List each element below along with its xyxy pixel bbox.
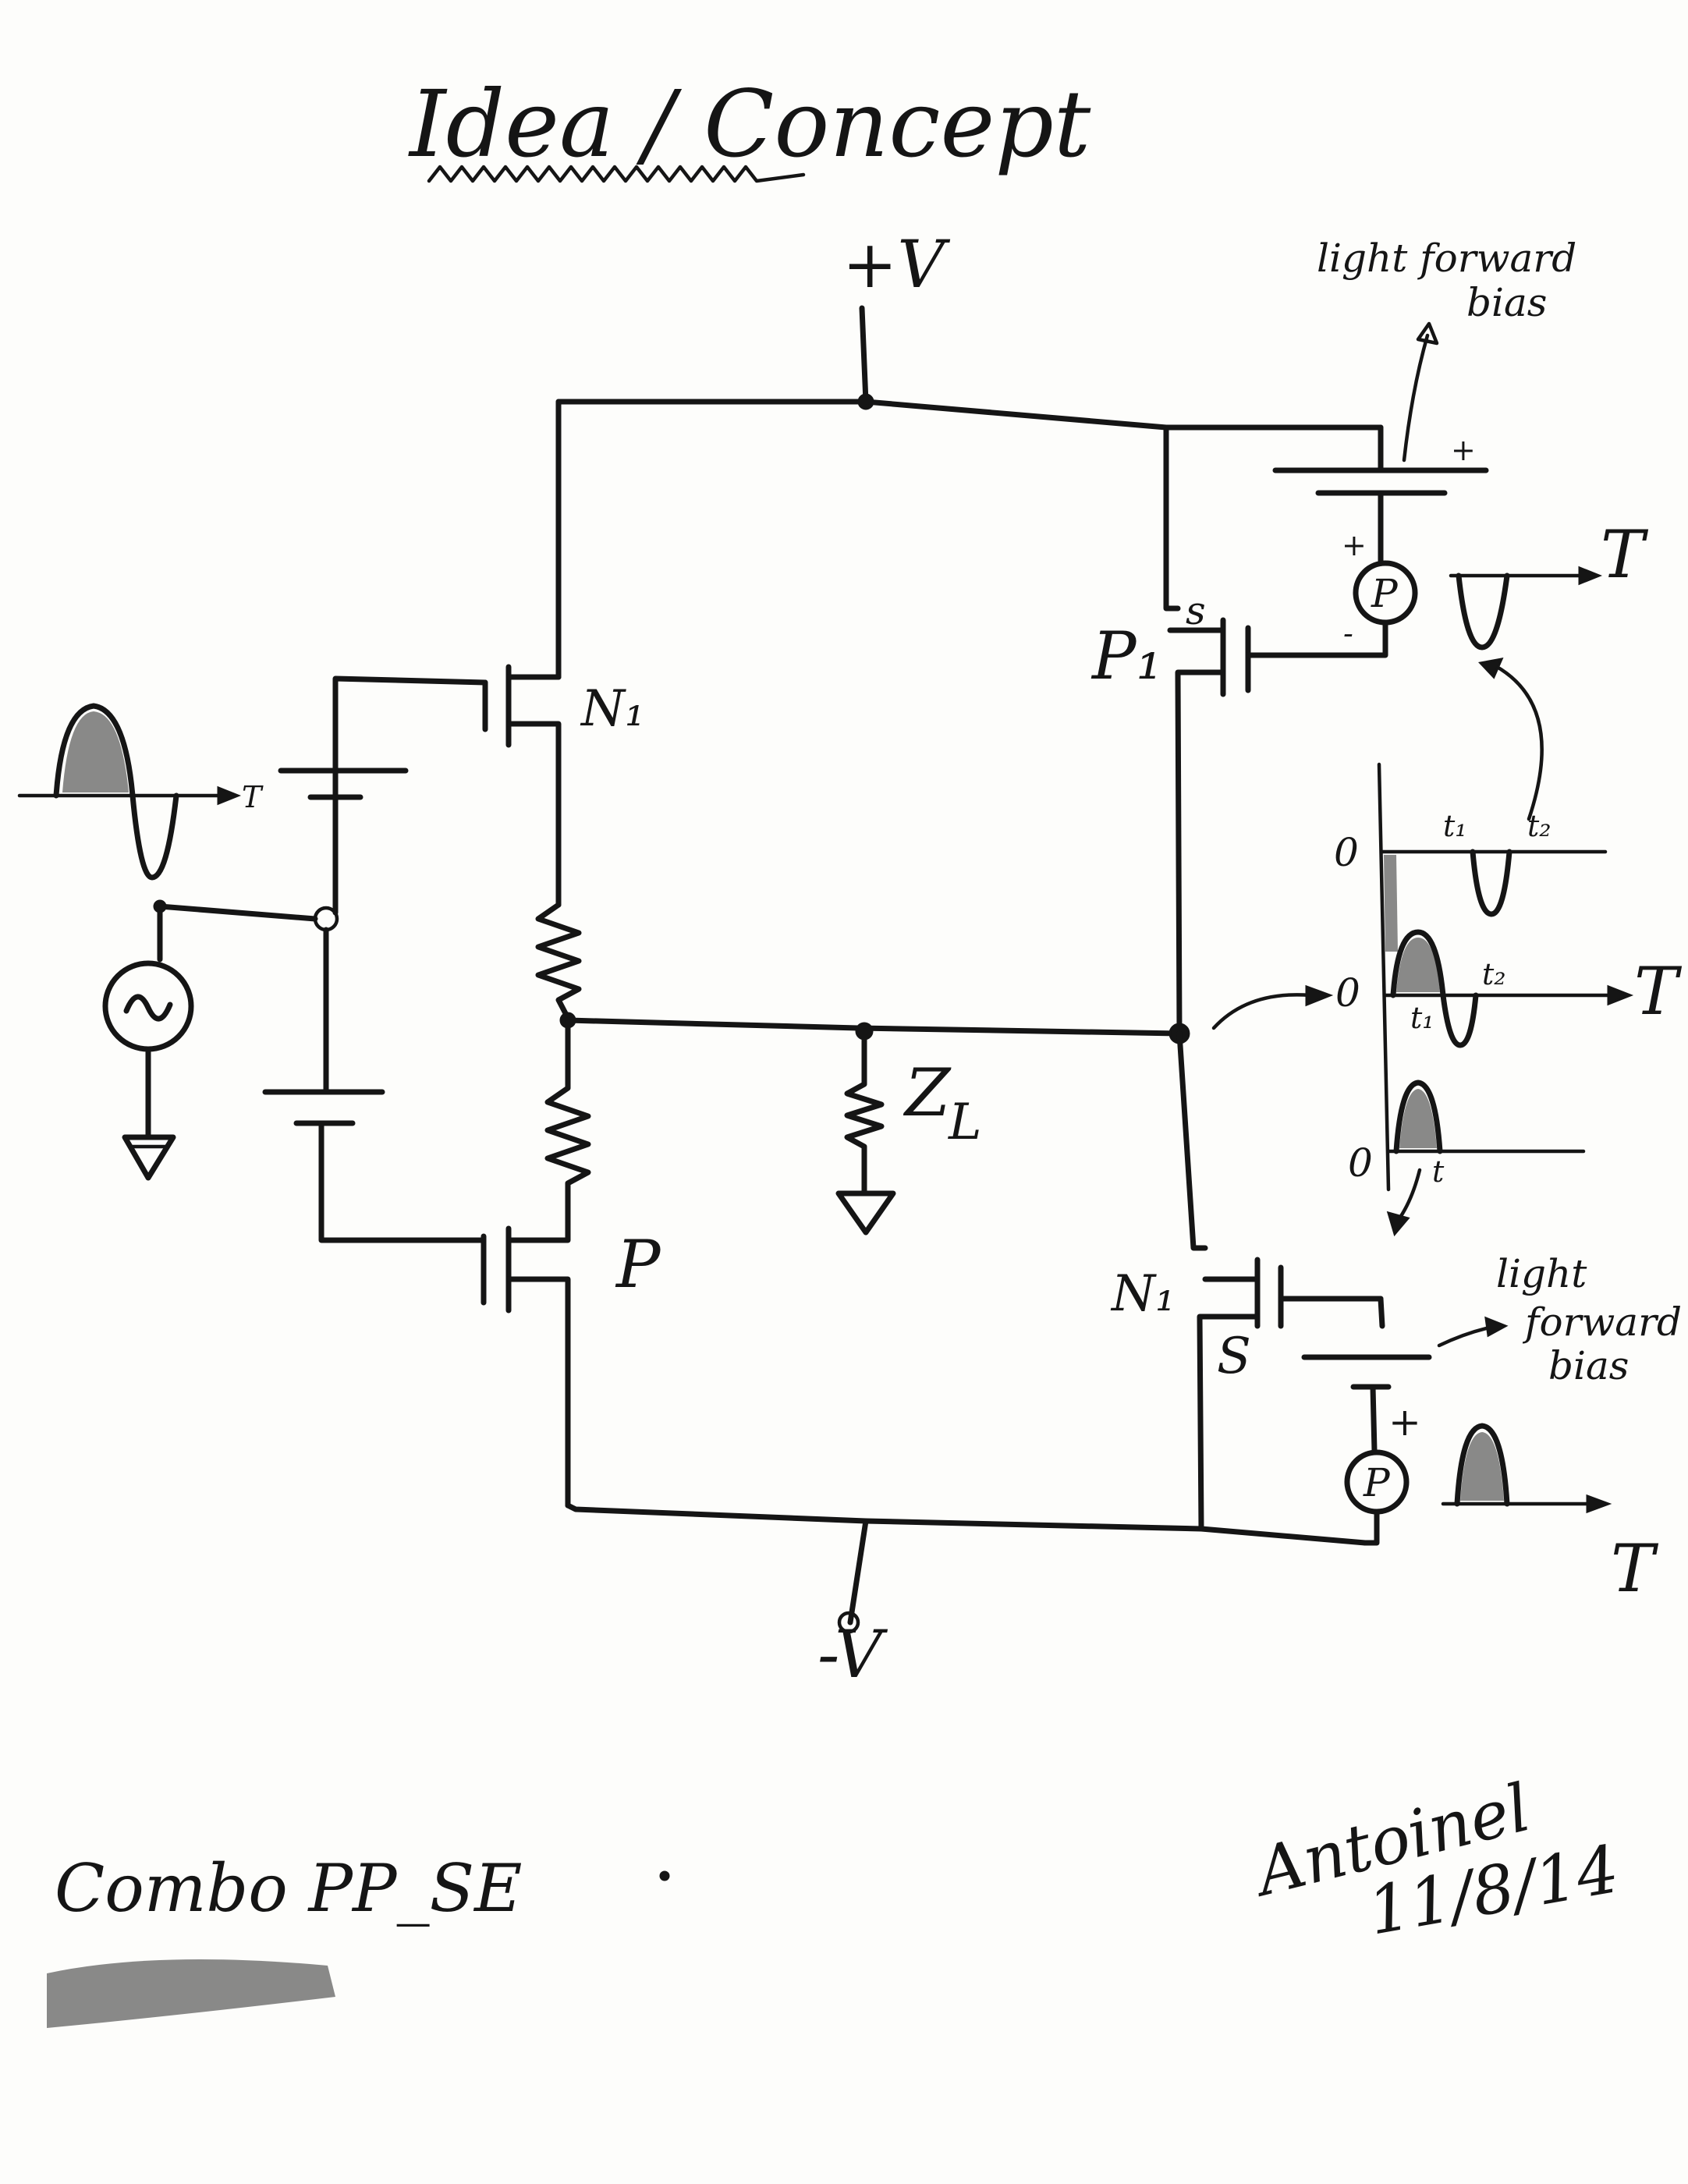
wave2-t2-label: t₂: [1482, 957, 1506, 991]
top-battery-plus: +: [1451, 433, 1476, 467]
waveform-vertical-axis: [1377, 762, 1391, 1192]
positive-supply-label: +V: [842, 226, 950, 303]
wave1-t1-label: t₁: [1443, 809, 1467, 843]
ac-source-sine-icon: [123, 994, 173, 1022]
n1-source-stub: [505, 721, 562, 908]
bottom-bias-note-line1: light: [1496, 1251, 1587, 1296]
output-pointer-arrow-icon: [1305, 984, 1334, 1007]
bias-junction-node: [313, 906, 339, 932]
load-ground-icon: [835, 1190, 896, 1236]
scan-smudge: [47, 1959, 335, 2028]
input-sine-wave: [53, 703, 179, 881]
wave2-t1-label: t₁: [1410, 1001, 1434, 1035]
load-label-subscript: L: [948, 1094, 982, 1151]
n1-gate-wire: [332, 675, 488, 775]
p1-source-wire: [1163, 424, 1181, 612]
input-positive-half-fill: [62, 711, 129, 792]
stray-dot: [659, 1870, 670, 1881]
top-pulse-arrow-icon: [1578, 566, 1603, 586]
top-negative-pulse: [1456, 573, 1510, 651]
lower-resistor: [544, 1017, 591, 1228]
bottom-positive-pulse: [1454, 1423, 1510, 1507]
positive-supply-lead: [859, 305, 869, 405]
positive-rail: [555, 399, 1384, 431]
top-photo-minus: -: [1343, 616, 1353, 651]
n1-label: N₁: [580, 680, 645, 738]
bottom-photo-upper-lead: [1370, 1384, 1378, 1454]
n-lower-drain-wire: [1176, 1030, 1208, 1251]
source-node: [153, 899, 167, 913]
wave1-zero-label: 0: [1334, 830, 1359, 875]
bottom-photo-plus: +: [1388, 1399, 1421, 1445]
p-drain-stub: [505, 1221, 571, 1243]
wave2-axis-label: T: [1634, 953, 1683, 1030]
load-impedance: [844, 1028, 885, 1189]
bottom-bias-wire: [1378, 1296, 1385, 1329]
n-lower-label: N₁: [1110, 1265, 1176, 1323]
p1-label: P₁: [1090, 618, 1162, 694]
top-bias-pointer-arrow-icon: [1416, 321, 1439, 346]
wave3-pointer-arrow-icon: [1386, 1211, 1410, 1237]
p-lower-label: P: [615, 1226, 661, 1303]
bottom-pulse-axis-label: T: [1611, 1530, 1659, 1607]
p1-source-label: s: [1186, 588, 1206, 633]
n-lower-source-wire: [1197, 1314, 1261, 1532]
bottom-pulse-fill: [1460, 1432, 1504, 1501]
bottom-photo-label: P: [1363, 1460, 1391, 1505]
load-label: Z: [903, 1055, 952, 1131]
output-pointer: [1211, 993, 1313, 1030]
p1-drain-wire: [1175, 669, 1226, 1037]
wave2-zero-label: 0: [1335, 970, 1360, 1016]
wave1-negative-pulse: [1470, 849, 1512, 917]
top-pulse-pointer-arrow-icon: [1478, 658, 1504, 679]
wave2-full-cycle: [1390, 929, 1479, 1048]
page-title: Idea / Concept: [408, 70, 1091, 178]
p-source-wire: [505, 1276, 571, 1509]
title-underline-scribble: [427, 165, 806, 183]
source-wire: [157, 903, 318, 963]
wave3-positive-pulse: [1393, 1080, 1443, 1154]
bottom-bias-note-line2: forward: [1522, 1299, 1682, 1345]
design-name: Combo PP_SE: [55, 1850, 522, 1927]
negative-supply-node: [837, 1611, 860, 1634]
wave3-pulse-fill: [1399, 1089, 1437, 1148]
top-bias-note-line2: bias: [1466, 280, 1547, 325]
wave1-t2-label: t₂: [1527, 809, 1551, 843]
wave3-t-label: t: [1432, 1154, 1445, 1189]
top-photo-plus: +: [1342, 528, 1367, 562]
bottom-bias-pointer-arrow-icon: [1484, 1316, 1509, 1338]
negative-supply-lead: [847, 1518, 869, 1626]
bottom-photo-lower-lead: [1362, 1509, 1380, 1546]
input-axis-label: T: [242, 780, 264, 814]
input-axis-arrow-icon: [217, 785, 242, 806]
wave2-positive-half-fill: [1396, 938, 1440, 992]
bottom-bias-note-line3: bias: [1548, 1343, 1629, 1388]
source-ground-icon: [122, 1134, 176, 1181]
negative-supply-label: -V: [817, 1616, 888, 1693]
n-lower-source-label: S: [1217, 1328, 1251, 1385]
wave1-shade: [1384, 855, 1398, 952]
top-bias-note-line1: light forward: [1317, 236, 1576, 281]
negative-rail: [565, 1502, 1368, 1546]
top-photo-lower-lead: [1374, 619, 1388, 658]
top-pulse-axis-label: T: [1601, 516, 1649, 593]
upper-resistor: [535, 902, 582, 1021]
wave2-arrow-icon: [1607, 984, 1634, 1006]
wave3-zero-label: 0: [1348, 1140, 1373, 1186]
output-rail: [565, 1017, 1183, 1037]
top-photo-label: P: [1371, 571, 1399, 616]
bottom-pulse-arrow-icon: [1586, 1494, 1612, 1514]
top-bias-pointer: [1402, 333, 1430, 463]
top-pulse-pointer: [1488, 661, 1544, 821]
wave3-pointer: [1395, 1168, 1422, 1223]
p-gate-wire: [318, 1120, 487, 1243]
